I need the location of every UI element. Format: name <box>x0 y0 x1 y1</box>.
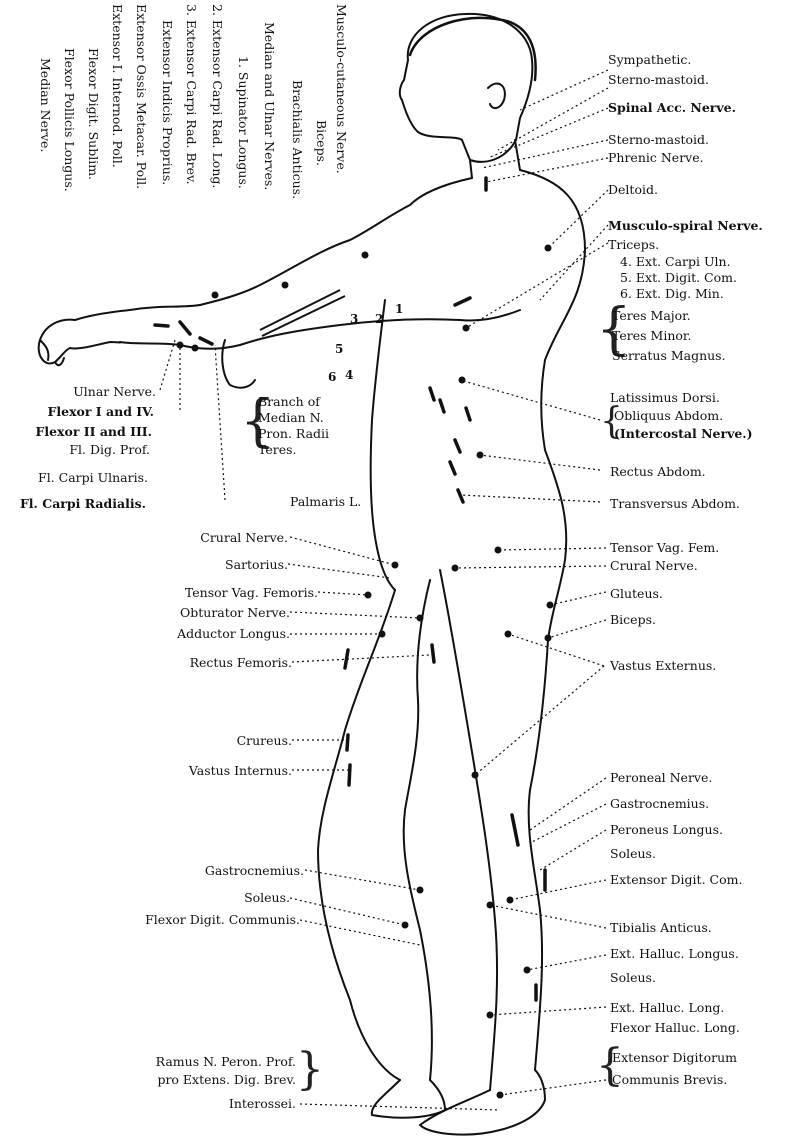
arm-number: 6 <box>328 370 336 384</box>
label-ulnar-nerve: Ulnar Nerve. <box>73 384 156 399</box>
torso-front <box>371 300 395 590</box>
vlabel-median-ulnar-nerves: Median and Ulnar Nerves. <box>262 22 276 190</box>
label-crural-nerve: Crural Nerve. <box>610 558 698 573</box>
ear <box>488 84 505 109</box>
label-triceps: Triceps. <box>608 237 659 252</box>
label-extensor-digit-com: Extensor Digit. Com. <box>610 872 742 887</box>
label-soleus-left: Soleus. <box>244 890 290 905</box>
label-intercostal-nerve: (Intercostal Nerve.) <box>614 426 753 441</box>
label-fl-carpi-ulnaris: Fl. Carpi Ulnaris. <box>38 470 148 485</box>
label-communis-brevis: Communis Brevis. <box>612 1072 727 1087</box>
vlabel-biceps: Biceps. <box>314 120 328 166</box>
label-musculo-spiral-nerve: Musculo-spiral Nerve. <box>608 218 763 233</box>
label-pron-radii: Pron. Radii <box>258 426 329 441</box>
leg-left-front <box>318 590 400 1080</box>
vlabel-brachialis-anticus: Brachialis Anticus. <box>290 80 304 199</box>
label-ext-dig-min: 6. Ext. Dig. Min. <box>620 286 724 301</box>
label-palmaris-l: Palmaris L. <box>290 494 361 509</box>
arm-number: 2 <box>375 312 383 326</box>
vlabel-flexor-digit-sublim: Flexor Digit. Sublim. <box>86 48 100 180</box>
hair <box>410 18 536 80</box>
vlabel-ext-indicis-proprius: Extensor Indicis Proprius. <box>160 20 174 185</box>
label-teres: Teres. <box>258 442 297 457</box>
label-obliquus-abdom: Obliquus Abdom. <box>614 408 723 423</box>
arm-number: 1 <box>395 302 403 316</box>
leg-right-back <box>529 640 548 1070</box>
hand <box>39 320 121 364</box>
vlabel-ext-ossis-metacar: Extensor Ossis Metacar. Poll. <box>134 4 148 189</box>
label-rectus-femoris: Rectus Femoris. <box>190 655 292 670</box>
label-extensor-digitorum: Extensor Digitorum <box>612 1050 737 1065</box>
label-ext-halluc-longus: Ext. Halluc. Longus. <box>610 946 739 961</box>
label-branch-of: Branch of <box>258 394 320 409</box>
torso-left <box>200 178 472 305</box>
vlabel-flexor-pollicis-longus: Flexor Pollicis Longus. <box>62 48 76 192</box>
label-gastrocnemius-left: Gastrocnemius. <box>205 863 304 878</box>
label-tibialis-anticus: Tibialis Anticus. <box>610 920 712 935</box>
label-sterno-mastoid-2: Sterno-mastoid. <box>608 132 709 147</box>
label-median-n: Median N. <box>258 410 324 425</box>
label-gluteus: Gluteus. <box>610 586 663 601</box>
label-rectus-abdom: Rectus Abdom. <box>610 464 706 479</box>
label-sartorius: Sartorius. <box>225 557 288 572</box>
label-tensor-vag-femoris: Tensor Vag. Femoris. <box>185 585 318 600</box>
head-outline <box>400 14 533 162</box>
arm-number: 5 <box>335 342 343 356</box>
label-ramus-n-peron: Ramus N. Peron. Prof. <box>156 1054 296 1069</box>
label-sterno-mastoid: Sterno-mastoid. <box>608 72 709 87</box>
label-serratus-magnus: Serratus Magnus. <box>612 348 726 363</box>
label-tensor-vag-fem: Tensor Vag. Fem. <box>610 540 719 555</box>
label-teres-major: Teres Major. <box>612 308 691 323</box>
label-peroneal-nerve: Peroneal Nerve. <box>610 770 712 785</box>
foot-left <box>372 1080 445 1118</box>
vlabel-ext-carpi-rad-brev: 3. Extensor Carpi Rad. Brev. <box>184 4 198 185</box>
torso-right <box>520 170 585 640</box>
label-flexor-ii-iii: Flexor II and III. <box>35 424 152 439</box>
label-fl-carpi-radialis: Fl. Carpi Radialis. <box>20 496 146 511</box>
label-ext-carpi-uln: 4. Ext. Carpi Uln. <box>620 254 731 269</box>
label-fl-dig-prof: Fl. Dig. Prof. <box>69 442 150 457</box>
label-ext-digit-com: 5. Ext. Digit. Com. <box>620 270 737 285</box>
label-peroneus-longus: Peroneus Longus. <box>610 822 723 837</box>
vlabel-ext-internod-poll: Extensor I. Internod. Poll. <box>110 4 124 168</box>
label-biceps-leg: Biceps. <box>610 612 656 627</box>
brace-ramus: { <box>296 1048 324 1092</box>
label-flexor-i-iv: Flexor I and IV. <box>48 404 155 419</box>
vlabel-supinator-longus: 1. Supinator Longus. <box>236 56 250 189</box>
label-sympathetic: Sympathetic. <box>608 52 691 67</box>
label-transversus-abdom: Transversus Abdom. <box>610 496 740 511</box>
foot-right <box>420 1070 545 1135</box>
label-deltoid: Deltoid. <box>608 182 658 197</box>
arm-number: 3 <box>350 312 358 326</box>
label-soleus-right: Soleus. <box>610 846 656 861</box>
label-pro-extens-dig-brev: pro Extens. Dig. Brev. <box>157 1072 296 1087</box>
label-obturator-nerve: Obturator Nerve. <box>180 605 290 620</box>
label-latissimus-dorsi: Latissimus Dorsi. <box>610 390 720 405</box>
label-phrenic-nerve: Phrenic Nerve. <box>608 150 704 165</box>
vlabel-musculo-cutaneous-nerve: Musculo-cutaneous Nerve. <box>334 4 348 174</box>
label-vastus-internus: Vastus Internus. <box>189 763 292 778</box>
label-ext-halluc-long: Ext. Halluc. Long. <box>610 1000 724 1015</box>
vlabel-ext-carpi-rad-long: 2. Extensor Carpi Rad. Long. <box>210 4 224 188</box>
label-vastus-externus: Vastus Externus. <box>610 658 716 673</box>
label-flexor-digit-communis: Flexor Digit. Communis. <box>145 912 300 927</box>
label-spinal-acc-nerve: Spinal Acc. Nerve. <box>608 100 736 115</box>
label-gastrocnemius-right: Gastrocnemius. <box>610 796 709 811</box>
label-flexor-halluc-long: Flexor Halluc. Long. <box>610 1020 740 1035</box>
label-crureus: Crureus. <box>237 733 292 748</box>
label-teres-minor: Teres Minor. <box>612 328 691 343</box>
arm-number: 4 <box>345 368 353 382</box>
label-adductor-longus: Adductor Longus. <box>177 626 290 641</box>
forearm <box>75 305 200 320</box>
label-crural-nerve-left: Crural Nerve. <box>200 530 288 545</box>
vlabel-median-nerve: Median Nerve. <box>38 58 52 152</box>
label-soleus-right-2: Soleus. <box>610 970 656 985</box>
label-interossei: Interossei. <box>229 1096 296 1111</box>
